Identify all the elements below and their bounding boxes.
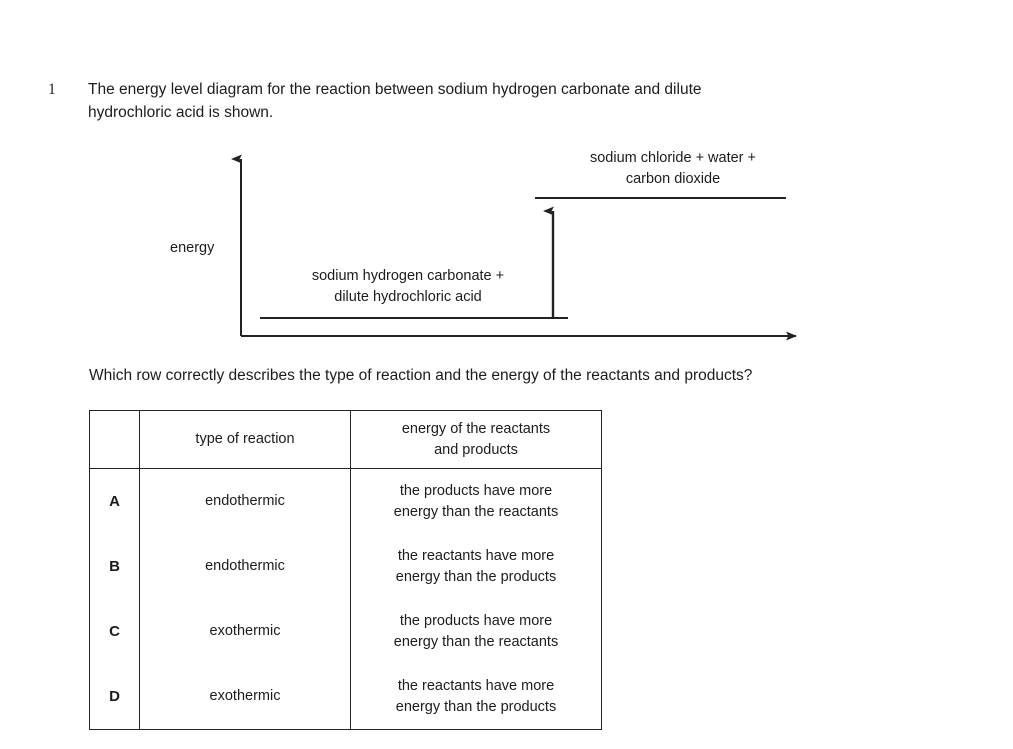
option-b-desc-line-2: energy than the products: [395, 568, 557, 585]
option-b-description: the reactants have more energy than the …: [350, 534, 602, 599]
energy-level-diagram: energy sodium chloride + water + carbon …: [0, 130, 1013, 360]
option-key-d: D: [89, 664, 140, 730]
option-c-description: the products have more energy than the r…: [350, 599, 602, 664]
question-stem: 1 The energy level diagram for the react…: [48, 78, 923, 124]
table-row[interactable]: D exothermic the reactants have more ene…: [89, 664, 602, 730]
table-header: type of reaction energy of the reactants…: [89, 410, 602, 469]
answer-options-table: type of reaction energy of the reactants…: [89, 410, 602, 730]
option-a-desc-line-2: energy than the reactants: [393, 503, 559, 520]
products-label: sodium chloride + water + carbon dioxide: [553, 148, 793, 190]
question-number: 1: [48, 81, 56, 98]
option-c-desc-line-1: the products have more: [399, 612, 553, 629]
table-header-row: type of reaction energy of the reactants…: [89, 410, 602, 469]
table-row[interactable]: C exothermic the products have more ener…: [89, 599, 602, 664]
option-key-b: B: [89, 534, 140, 599]
header-key-column: [89, 410, 140, 469]
reactants-label-line-1: sodium hydrogen carbonate +: [311, 268, 505, 284]
option-a-desc-line-1: the products have more: [399, 482, 553, 499]
option-d-desc-line-1: the reactants have more: [397, 677, 555, 694]
question-stem-text: The energy level diagram for the reactio…: [88, 78, 923, 124]
option-key-a: A: [89, 468, 140, 534]
option-b-desc-line-1: the reactants have more: [397, 547, 555, 564]
option-a-type: endothermic: [139, 468, 351, 534]
option-b-type: endothermic: [139, 534, 351, 599]
question-stem-line-2: hydrochloric acid is shown.: [88, 104, 274, 121]
products-label-line-1: sodium chloride + water +: [589, 150, 757, 166]
energy-diagram-svg: [231, 154, 797, 341]
table-row[interactable]: B endothermic the reactants have more en…: [89, 534, 602, 599]
sub-question-text: Which row correctly describes the type o…: [89, 367, 753, 384]
option-c-desc-line-2: energy than the reactants: [393, 633, 559, 650]
header-col3-line-1: energy of the reactants: [401, 420, 551, 437]
table-body: A endothermic the products have more ene…: [89, 468, 602, 730]
option-a-description: the products have more energy than the r…: [350, 468, 602, 534]
option-key-c: C: [89, 599, 140, 664]
option-d-description: the reactants have more energy than the …: [350, 664, 602, 730]
header-col3-line-2: and products: [434, 441, 518, 458]
reactants-label: sodium hydrogen carbonate + dilute hydro…: [268, 266, 548, 308]
header-type-of-reaction: type of reaction: [139, 410, 351, 469]
reactants-label-line-2: dilute hydrochloric acid: [334, 289, 482, 305]
question-stem-line-1: The energy level diagram for the reactio…: [88, 81, 702, 98]
header-energy-of-reactants-and-products: energy of the reactants and products: [350, 410, 602, 469]
table-row[interactable]: A endothermic the products have more ene…: [89, 468, 602, 534]
option-d-desc-line-2: energy than the products: [395, 698, 557, 715]
products-label-line-2: carbon dioxide: [625, 171, 721, 187]
option-d-type: exothermic: [139, 664, 351, 730]
energy-axis-label: energy: [170, 240, 215, 256]
option-c-type: exothermic: [139, 599, 351, 664]
